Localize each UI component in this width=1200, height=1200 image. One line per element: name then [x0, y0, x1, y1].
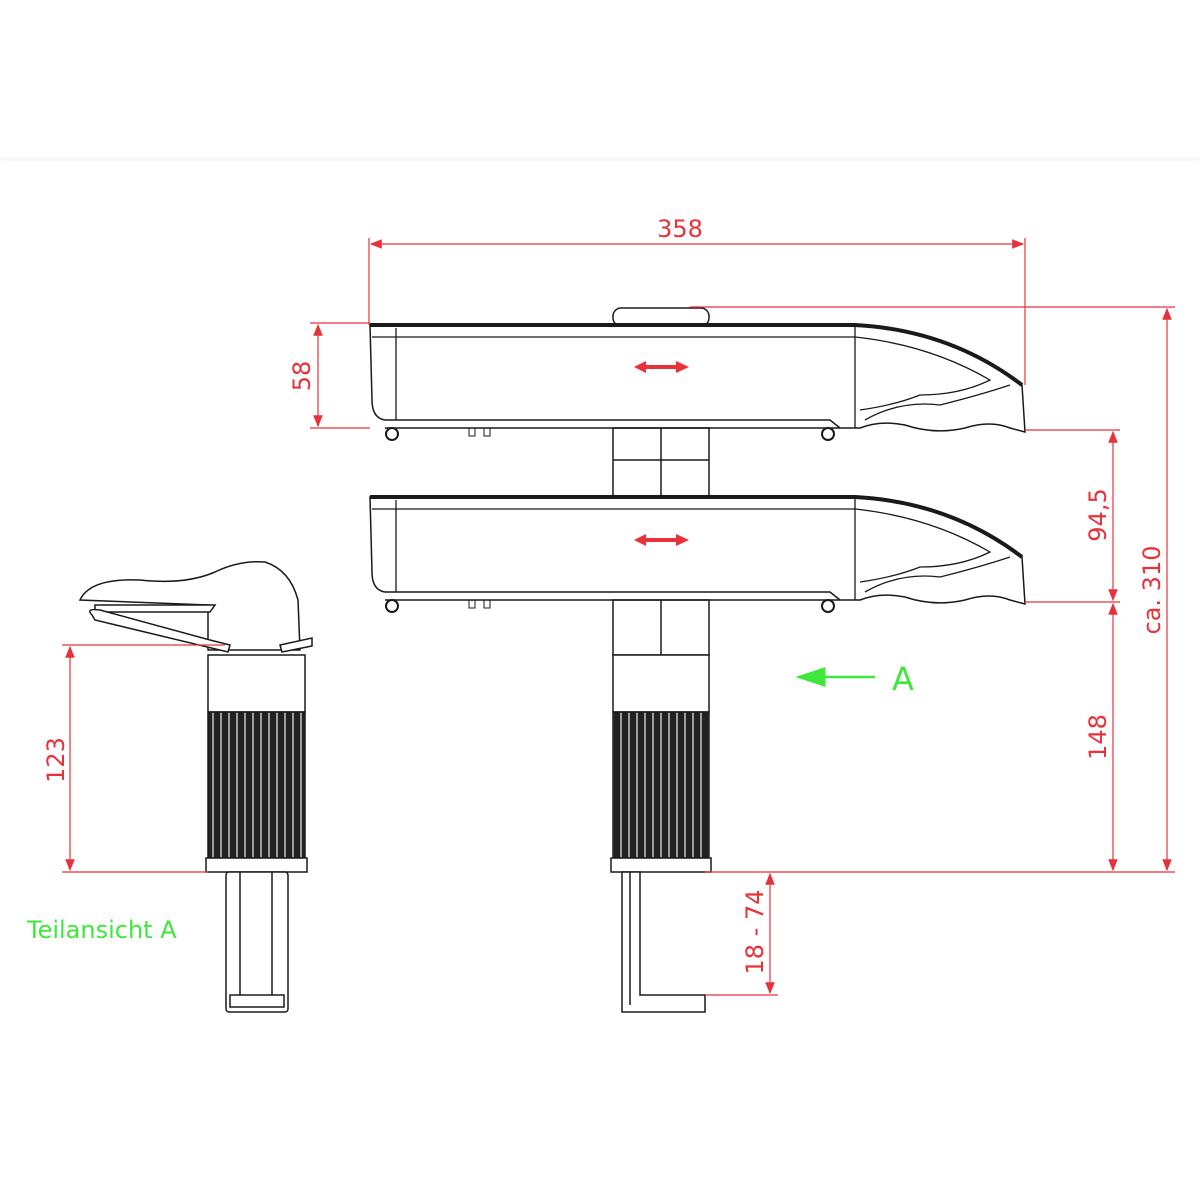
header-band	[0, 0, 1200, 158]
slide-arrow-icon	[634, 534, 689, 546]
partial-view-label: Teilansicht A	[26, 916, 177, 944]
dim-total-height-label: ca. 310	[1138, 546, 1166, 635]
dimension-lines	[62, 238, 1175, 996]
dim-width-label: 358	[657, 215, 703, 243]
view-arrow-label: A	[892, 660, 914, 698]
dim-desk-thickness-label: 18 - 74	[741, 890, 769, 975]
side-view	[78, 560, 313, 1013]
dim-side-height-label: 123	[42, 737, 70, 783]
slide-arrow-icon	[634, 361, 689, 373]
lower-arm	[369, 495, 1026, 613]
dim-arm-height-label: 58	[288, 361, 316, 392]
upper-arm	[369, 323, 1026, 441]
dim-clamp-height-label: 148	[1084, 714, 1112, 760]
clamp-column	[610, 307, 712, 1013]
dim-arm-spacing-label: 94,5	[1084, 488, 1112, 541]
